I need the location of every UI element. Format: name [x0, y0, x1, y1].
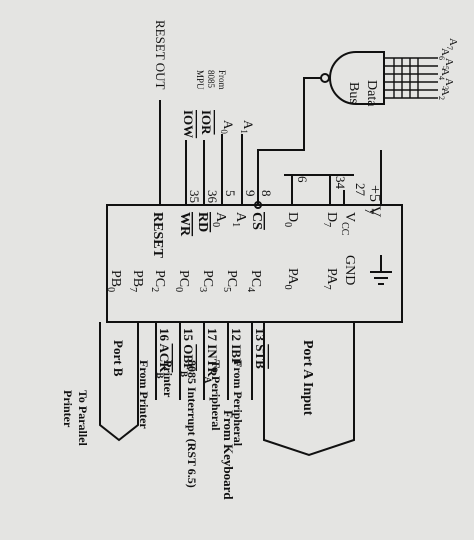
port-a-input-label: Port A Input — [300, 340, 315, 416]
printer-label: Printer — [161, 360, 175, 398]
to-parallel-label-1: To Parallel — [76, 390, 90, 447]
pin-gnd-label: GND — [342, 255, 357, 285]
d7-pin-number: 34 — [333, 176, 348, 190]
addr-a5: A5 — [441, 58, 455, 70]
pin-cs-label: CS — [249, 212, 264, 230]
a0-input-label: A0 — [219, 120, 236, 134]
gnd-pin-number: 7 — [362, 208, 377, 215]
pin-pa7-label: PA7 — [321, 268, 339, 290]
supply-label: +5 V — [366, 185, 383, 218]
ackb-label: 16 ACKB — [155, 328, 172, 378]
pin-pa0-label: PA0 — [282, 268, 300, 290]
rd-pin-number: 36 — [205, 190, 220, 204]
address-inputs: A7 A6 A5 A4 A3 A2 — [437, 38, 459, 100]
from-peripheral-label: From Peripheral — [231, 360, 245, 447]
pin-rd-label: RD — [195, 212, 210, 232]
a1-pin-number: 9 — [243, 190, 258, 197]
data-bus-label-1: Data — [364, 80, 379, 107]
from-printer-label: From Printer — [137, 360, 151, 429]
from-8085-line3: MPU — [195, 70, 205, 90]
a1-input-label: A1 — [239, 120, 256, 134]
pin-pc3-label: PC3 — [197, 270, 215, 292]
port-b-label: Port B — [111, 340, 126, 377]
ground-icon — [370, 255, 392, 285]
to-peripheral-label: To Peripheral — [209, 360, 223, 431]
interrupt-label: 8085 Interrupt (RST 6.5) — [185, 360, 199, 488]
addr-a6: A6 — [437, 48, 451, 60]
pin-pb7-label: PB7 — [127, 270, 145, 292]
d0-pin-number: 6 — [295, 176, 310, 183]
nand-gate-icon — [329, 51, 385, 105]
cs-pin-number: 8 — [259, 190, 274, 197]
vcc-pin-number: 27 — [353, 183, 368, 197]
pin-reset-label: RESET — [150, 212, 165, 259]
iow-label: IOW — [181, 110, 196, 138]
nand-bubble — [320, 73, 330, 83]
pin-d0-label: D0 — [282, 212, 300, 227]
pin-pb0-label: PB0 — [105, 270, 123, 292]
cs-bubble — [254, 201, 262, 209]
cs-wire — [257, 77, 321, 205]
address-input-wires — [384, 57, 438, 99]
a0-pin-number: 5 — [223, 190, 238, 197]
wr-pin-number: 35 — [187, 190, 202, 203]
ior-label: IOR — [199, 110, 214, 135]
stb-label: 13 STB — [253, 328, 268, 369]
pin-a0-label: A0 — [210, 212, 228, 227]
pin-a1-label: A1 — [230, 212, 248, 227]
pin-pc4-label: PC4 — [245, 270, 263, 292]
pin-vcc-label: VCC — [339, 212, 357, 236]
port-a-arrow — [263, 322, 355, 457]
pin-pc0-label: PC0 — [173, 270, 191, 292]
addr-a2: A2 — [437, 88, 451, 100]
pin-pc5-label: PC5 — [221, 270, 239, 292]
pin-wr-label: WR — [177, 212, 192, 237]
from-8085-line1: From — [217, 70, 227, 90]
addr-a7: A7 — [445, 38, 459, 50]
from-keyboard-label: From Keyboard — [221, 410, 236, 500]
ibf-label: 12 IBF — [229, 328, 244, 366]
reset-out-label: RESET OUT — [153, 20, 168, 90]
port-b-arrow — [99, 322, 139, 442]
pin-d7-label: D7 — [321, 212, 339, 227]
from-8085-line2: 8085 — [206, 70, 216, 89]
addr-a4: A4 — [437, 68, 451, 80]
addr-a3: A3 — [441, 78, 455, 90]
to-parallel-label-2: Printer — [61, 390, 75, 428]
intra-label: 17 INTRA — [203, 328, 220, 384]
obfb-label: 15 OBFB — [179, 328, 196, 377]
pin-pc2-label: PC2 — [149, 270, 167, 292]
data-bus-label-2: Bus — [346, 82, 361, 104]
